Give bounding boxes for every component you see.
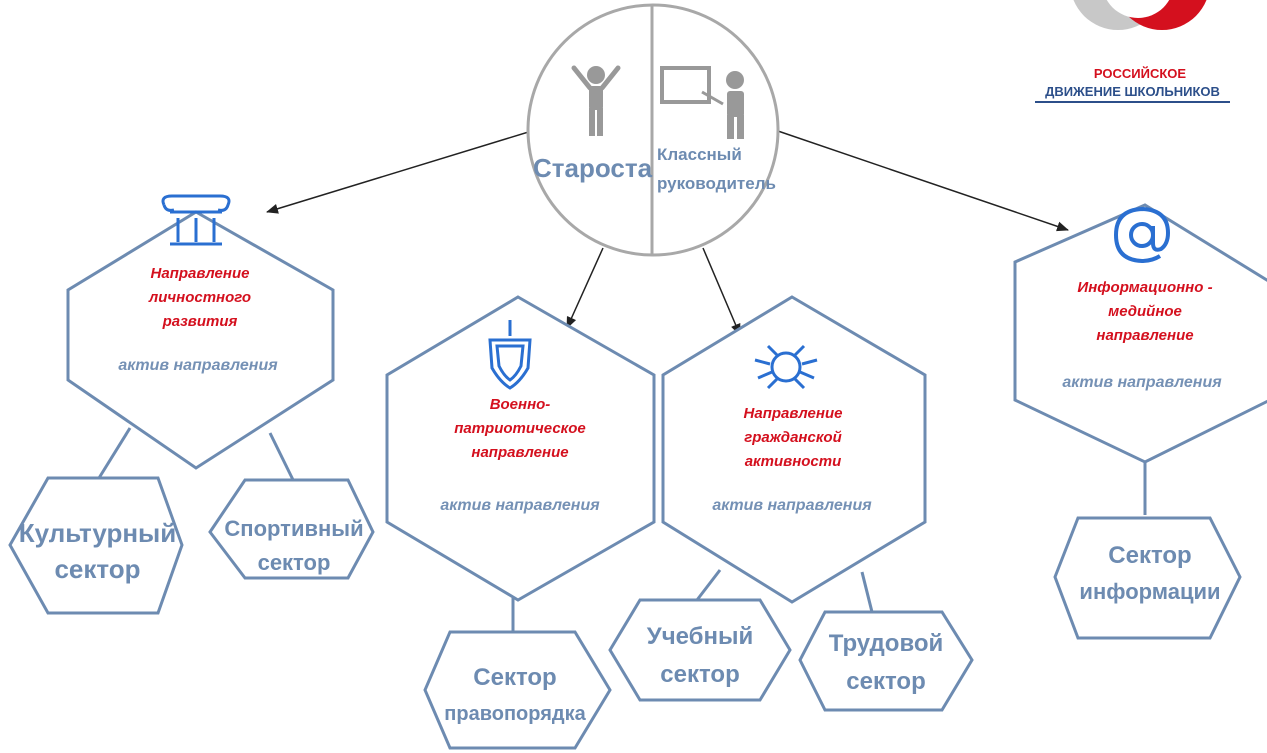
direction-media-title: Информационно - медийное направление bbox=[1040, 276, 1250, 348]
sector-line: сектор bbox=[846, 668, 926, 695]
direction-hexagons bbox=[66, 203, 1267, 604]
sector-line: информации bbox=[1079, 579, 1221, 604]
sector-law-label: Сектор правопорядка bbox=[420, 660, 610, 732]
hex-sector-labour bbox=[798, 610, 974, 712]
logo bbox=[1073, 0, 1207, 30]
sector-connectors bbox=[97, 427, 1147, 632]
hex-media bbox=[1013, 203, 1267, 464]
sector-culture-label: Культурный сектор bbox=[5, 515, 190, 587]
direction-title-line: направление bbox=[471, 444, 569, 461]
sector-line: Трудовой bbox=[828, 630, 944, 657]
hex-sector-study bbox=[608, 598, 792, 702]
at-icon bbox=[1113, 206, 1171, 264]
sector-hexagons bbox=[8, 476, 1242, 750]
direction-title-line: патриотическое bbox=[454, 420, 586, 437]
arrow-to-civic bbox=[702, 247, 741, 336]
logo-text-line1: РОССИЙСКОЕ bbox=[1093, 66, 1187, 81]
direction-civic-activ: актив направления bbox=[712, 497, 872, 514]
direction-title-line: Военно- bbox=[489, 396, 551, 413]
sector-line: правопорядка bbox=[444, 703, 586, 725]
class-teacher-line1: Классный bbox=[657, 145, 742, 164]
arrows bbox=[266, 129, 1069, 336]
sector-line: сектор bbox=[257, 550, 331, 575]
direction-title-line: развития bbox=[162, 313, 238, 330]
hex-sector-info bbox=[1053, 516, 1242, 640]
sector-info-label: Сектор информации bbox=[1060, 538, 1240, 610]
hex-personal bbox=[66, 210, 335, 470]
sector-sport-label: Спортивный сектор bbox=[210, 512, 378, 580]
direction-personal-title: Направление личностного развития bbox=[100, 262, 300, 334]
hex-patriotic bbox=[385, 295, 656, 602]
hex-sector-culture bbox=[8, 476, 184, 615]
logo-emblem-icon bbox=[1073, 0, 1207, 30]
column-icon bbox=[161, 194, 231, 246]
center-circle bbox=[526, 3, 780, 257]
direction-media-activ: актив направления bbox=[1062, 374, 1222, 391]
hex-sector-law bbox=[423, 630, 612, 750]
direction-title-line: медийное bbox=[1108, 303, 1182, 320]
direction-title-line: активности bbox=[744, 453, 842, 470]
direction-title-line: Направление bbox=[743, 405, 843, 422]
sector-line: сектор bbox=[54, 554, 141, 584]
sector-line: сектор bbox=[660, 661, 740, 688]
arrow-to-media bbox=[774, 129, 1069, 232]
sector-labour-label: Трудовой сектор bbox=[802, 625, 970, 701]
class-teacher-label: Классный руководитель bbox=[657, 140, 807, 198]
direction-title-line: Направление bbox=[150, 265, 250, 282]
sector-line: Культурный bbox=[18, 518, 177, 548]
direction-patriotic-activ: актив направления bbox=[440, 497, 600, 514]
student-icon bbox=[571, 65, 621, 136]
direction-patriotic-title: Военно- патриотическое направление bbox=[430, 393, 610, 465]
sector-line: Спортивный bbox=[224, 516, 364, 541]
hex-sector-sport bbox=[208, 478, 375, 580]
sector-study-label: Учебный сектор bbox=[615, 618, 785, 694]
direction-civic-title: Направление гражданской активности bbox=[703, 402, 883, 474]
direction-title-line: личностного bbox=[148, 289, 252, 306]
sector-line: Сектор bbox=[1108, 542, 1192, 569]
direction-title-line: направление bbox=[1096, 327, 1194, 344]
sector-line: Учебный bbox=[646, 623, 754, 650]
shield-icon bbox=[488, 320, 532, 390]
direction-title-line: Информационно - bbox=[1077, 279, 1213, 296]
teacher-icon bbox=[660, 66, 744, 139]
class-teacher-line2: руководитель bbox=[657, 174, 776, 193]
direction-personal-activ: актив направления bbox=[118, 357, 278, 374]
arrow-to-personal bbox=[266, 129, 536, 214]
direction-title-line: гражданской bbox=[744, 429, 842, 446]
starosta-label: Староста bbox=[533, 153, 653, 183]
logo-text-line2: ДВИЖЕНИЕ ШКОЛЬНИКОВ bbox=[1035, 84, 1230, 103]
sector-line: Сектор bbox=[473, 664, 557, 691]
hex-civic bbox=[661, 295, 927, 604]
arrow-to-patriotic bbox=[566, 247, 604, 329]
hands-icon bbox=[754, 344, 818, 390]
